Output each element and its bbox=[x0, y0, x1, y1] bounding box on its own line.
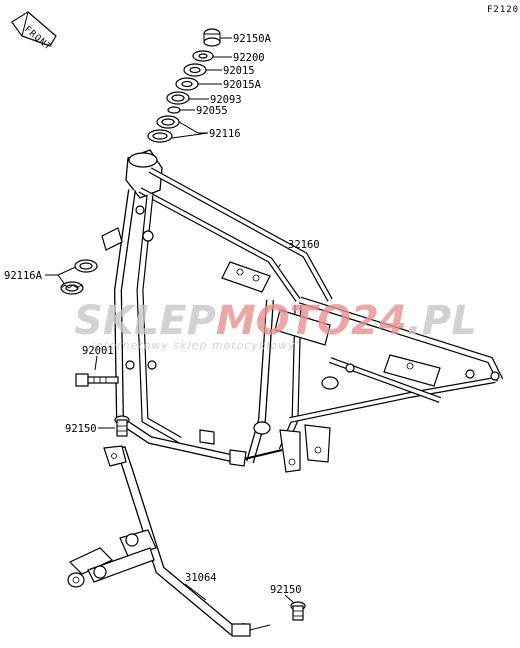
label-92015: 92015 bbox=[223, 65, 255, 77]
watermark-brand-part2: MOTO bbox=[216, 298, 351, 344]
main-frame bbox=[101, 149, 504, 473]
label-32160: 32160 bbox=[288, 239, 320, 251]
label-92150-left: 92150 bbox=[65, 423, 97, 435]
label-92055: 92055 bbox=[196, 105, 228, 117]
watermark: SKLEPMOTO24.PL internetowy sklep motocyk… bbox=[74, 298, 477, 352]
label-92116A: 92116A bbox=[4, 270, 43, 282]
bolt-92001 bbox=[75, 373, 119, 387]
watermark-brand-part4: .PL bbox=[407, 298, 477, 344]
label-92150-right: 92150 bbox=[270, 584, 302, 596]
down-tube-31064 bbox=[67, 445, 271, 637]
bolt-92150-left bbox=[114, 415, 130, 437]
watermark-brand-part1: SKLEP bbox=[74, 298, 216, 344]
steering-parts bbox=[147, 28, 221, 143]
lower-bearing-parts bbox=[60, 259, 98, 295]
front-arrow-icon: FRONT bbox=[11, 10, 57, 53]
label-92150A: 92150A bbox=[233, 33, 272, 45]
label-31064: 31064 bbox=[185, 572, 217, 584]
part-labels: 92150A 92200 92015 92015A 92093 92055 92… bbox=[4, 33, 320, 596]
label-92116: 92116 bbox=[209, 128, 241, 140]
watermark-tagline: internetowy sklep motocyklowy bbox=[92, 339, 296, 352]
label-92200: 92200 bbox=[233, 52, 265, 64]
label-92001: 92001 bbox=[82, 345, 114, 357]
watermark-brand: SKLEPMOTO24.PL bbox=[74, 298, 477, 344]
bolt-92150-right bbox=[290, 601, 306, 621]
label-92093: 92093 bbox=[210, 94, 242, 106]
leader-lines bbox=[45, 37, 295, 604]
watermark-brand-part3: 24 bbox=[351, 298, 407, 344]
diagram-code: F2120 bbox=[487, 5, 519, 15]
label-92015A: 92015A bbox=[223, 79, 262, 91]
